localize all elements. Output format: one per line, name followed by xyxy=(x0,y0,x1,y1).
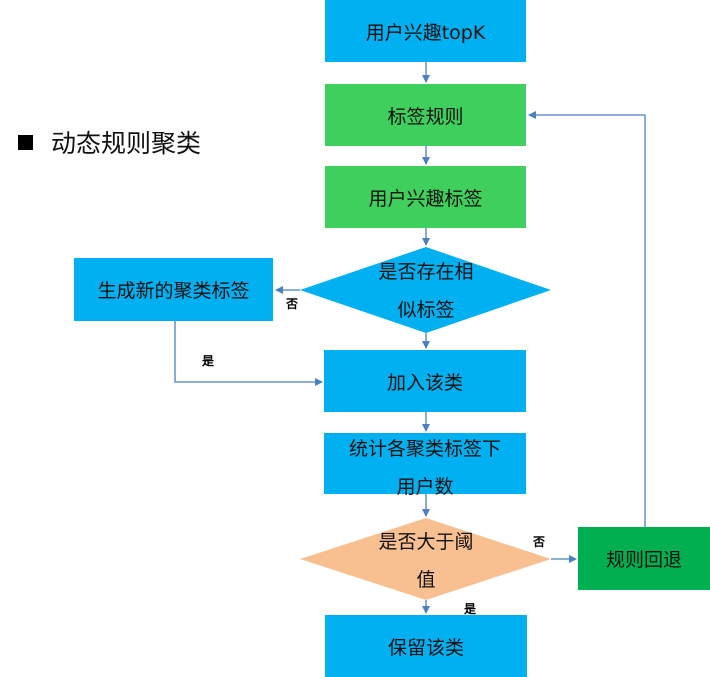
threshold-decision-line1: 是否大于阈 xyxy=(378,531,474,553)
node-keep-cluster-text: 保留该类 xyxy=(387,636,464,659)
heading-text: 动态规则聚类 xyxy=(51,129,202,158)
similar-tag-decision-text: 是否存在相 似标签 xyxy=(340,253,512,329)
threshold-decision-shape xyxy=(300,518,551,600)
node-user-interest-tags-text: 用户兴趣标签 xyxy=(368,187,483,210)
edge-label-threshold-no: 否 xyxy=(533,535,546,549)
edge-new-tag-to-join xyxy=(174,321,323,386)
similar-tag-decision-shape xyxy=(300,247,551,333)
node-generate-new-cluster-tag: 生成新的聚类标签 xyxy=(74,258,273,321)
node-rule-rollback-text: 规则回退 xyxy=(605,549,682,571)
node-user-interest-tags: 用户兴趣标签 xyxy=(325,166,526,228)
node-join-cluster: 加入该类 xyxy=(324,350,526,412)
section-heading: 动态规则聚类 xyxy=(18,124,201,160)
similar-tag-decision-line2: 似标签 xyxy=(397,299,455,321)
node-join-cluster-text: 加入该类 xyxy=(386,371,463,394)
node-generate-new-cluster-tag-text: 生成新的聚类标签 xyxy=(97,280,250,302)
threshold-decision-text: 是否大于阈 值 xyxy=(340,523,512,599)
node-user-interest-topk: 用户兴趣topK xyxy=(325,0,526,62)
similar-tag-decision-line1: 是否存在相 xyxy=(378,261,474,283)
node-tag-rules-text: 标签规则 xyxy=(387,105,464,128)
node-rule-rollback: 规则回退 xyxy=(578,527,710,590)
node-count-users-line2: 用户数 xyxy=(396,476,454,498)
edge-label-new-tag-yes: 是 xyxy=(202,354,215,368)
node-keep-cluster: 保留该类 xyxy=(325,615,527,677)
threshold-decision-line2: 值 xyxy=(416,569,436,591)
node-user-interest-topk-text: 用户兴趣topK xyxy=(365,21,486,44)
edge-label-threshold-yes: 是 xyxy=(464,602,477,616)
edge-label-similar-no: 否 xyxy=(286,297,299,311)
square-bullet-icon xyxy=(18,134,33,150)
node-count-users-line1: 统计各聚类标签下 xyxy=(348,438,501,460)
edge-rollback-to-rules xyxy=(528,111,646,527)
node-count-users: 统计各聚类标签下 用户数 xyxy=(324,433,526,498)
node-tag-rules: 标签规则 xyxy=(325,84,526,146)
